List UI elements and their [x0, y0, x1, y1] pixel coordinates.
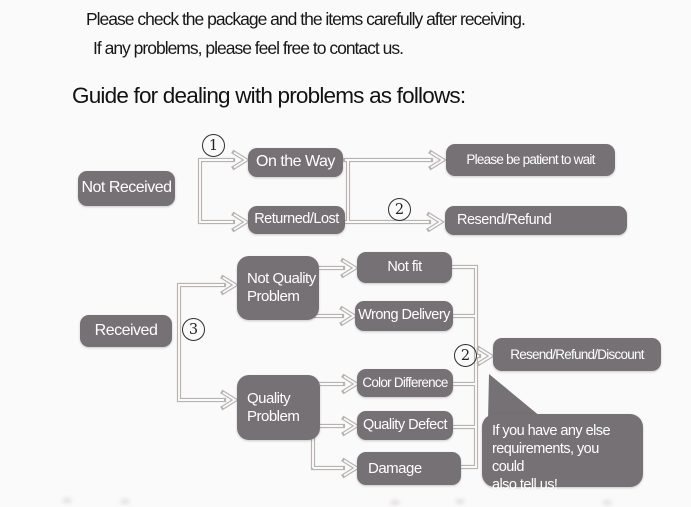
node-color-difference: Color Difference [357, 369, 453, 397]
node-received: Received [80, 315, 172, 347]
step-marker-2-bottom: 2 [454, 344, 477, 367]
cropped-artifact-smudges [62, 498, 72, 503]
step-marker-2-top: 2 [388, 198, 411, 221]
node-on-the-way: On the Way [248, 148, 343, 177]
node-not-fit: Not fit [357, 252, 452, 283]
notice-line-1: Please check the package and the items c… [86, 9, 526, 29]
speech-bubble-note: If you have any else requirements, you c… [482, 414, 643, 493]
step-marker-1: 1 [202, 134, 225, 157]
node-wrong-delivery: Wrong Delivery [355, 301, 453, 331]
node-quality-defect: Quality Defect [357, 411, 453, 440]
speech-bubble-tail [488, 374, 541, 421]
node-please-be-patient: Please be patient to wait [446, 144, 615, 176]
node-not-received: Not Received [78, 171, 175, 206]
page-title: Guide for dealing with problems as follo… [72, 83, 466, 108]
node-quality-problem: Quality Problem [237, 375, 320, 440]
node-returned-lost: Returned/Lost [248, 206, 345, 234]
node-resend-refund-discount: Resend/Refund/Discount [493, 338, 661, 371]
node-damage: Damage [357, 452, 461, 485]
node-not-quality-problem: Not Quality Problem [237, 256, 319, 320]
step-marker-3: 3 [182, 318, 205, 341]
node-resend-refund: Resend/Refund [445, 206, 627, 235]
notice-line-2: If any problems, please feel free to con… [93, 38, 404, 58]
